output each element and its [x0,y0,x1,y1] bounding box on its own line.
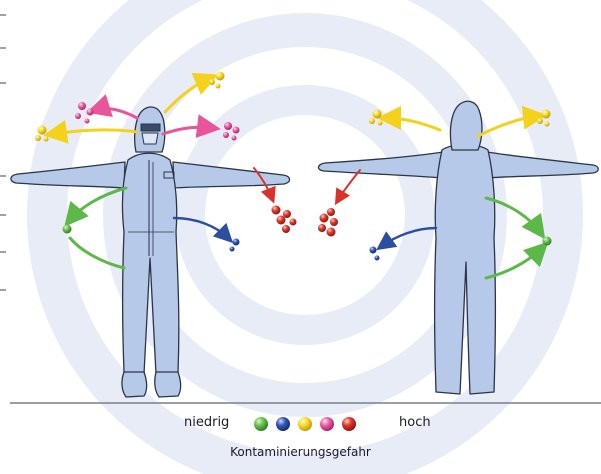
arrows-right [334,105,549,280]
legend-title: Kontaminierungsgefahr [230,445,371,459]
legend-dot-yellow [298,417,312,431]
legend-dot-green [254,417,268,431]
particles [35,71,552,261]
legend-low-label: niedrig [184,415,230,430]
arrows-left [43,72,276,270]
legend-scale [254,417,356,431]
legend-dot-pink [320,417,334,431]
background-rings [27,0,583,474]
legend-dot-blue [276,417,290,431]
figure-without-gear [317,100,599,395]
figure-with-cleanroom-suit [10,106,291,398]
legend-high-label: hoch [399,415,431,430]
legend-dot-red [342,417,356,431]
margin-ticks [0,14,6,291]
